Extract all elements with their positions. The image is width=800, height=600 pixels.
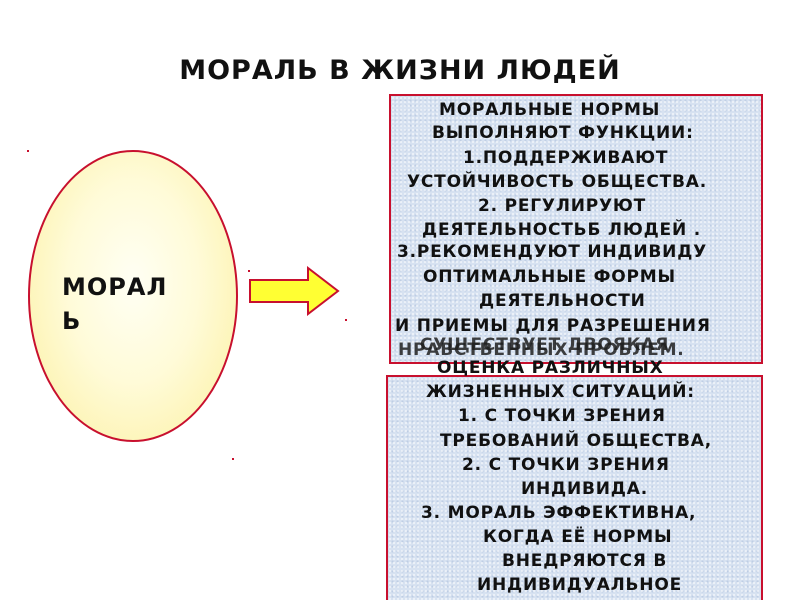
functions-line: ДЕЯТЕЛЬНОСТИ — [479, 291, 646, 311]
functions-line: ДЕЯТЕЛЬНОСТЬБ ЛЮДЕЙ . — [422, 220, 701, 240]
functions-line: ВЫПОЛНЯЮТ ФУНКЦИИ: — [432, 123, 694, 143]
right-arrow-icon — [249, 266, 340, 316]
evaluation-line: ТРЕБОВАНИЙ ОБЩЕСТВА, — [440, 431, 712, 451]
oval-label: МОРАЛ Ь — [62, 273, 168, 335]
evaluation-line: ОЦЕНКА РАЗЛИЧНЫХ — [437, 358, 664, 378]
evaluation-line: СУЩЕСТВУЕТ ДВОЯКАЯ — [420, 335, 670, 355]
morality-oval — [28, 150, 238, 442]
slide-title: МОРАЛЬ В ЖИЗНИ ЛЮДЕЙ — [179, 55, 621, 86]
functions-box — [389, 94, 763, 364]
evaluation-line: ИНДИВИДА. — [521, 479, 648, 499]
evaluation-line: 3. МОРАЛЬ ЭФФЕКТИВНА, — [421, 503, 697, 523]
functions-line: 2. РЕГУЛИРУЮТ — [478, 196, 647, 216]
evaluation-box — [386, 375, 763, 600]
evaluation-line: ИНДИВИДУАЛЬНОЕ — [477, 575, 682, 595]
evaluation-line: 2. С ТОЧКИ ЗРЕНИЯ — [462, 455, 670, 475]
decor-dot — [27, 150, 29, 152]
evaluation-line: ЖИЗНЕННЫХ СИТУАЦИЙ: — [426, 382, 695, 402]
decor-dot — [248, 270, 250, 272]
evaluation-line: КОГДА ЕЁ НОРМЫ — [483, 527, 673, 547]
functions-line: МОРАЛЬНЫЕ НОРМЫ — [439, 100, 661, 120]
evaluation-line: ВНЕДРЯЮТСЯ В — [502, 551, 668, 571]
decor-dot — [232, 458, 234, 460]
functions-line: ОПТИМАЛЬНЫЕ ФОРМЫ — [423, 267, 676, 287]
decor-dot — [345, 319, 347, 321]
functions-line: УСТОЙЧИВОСТЬ ОБЩЕСТВА. — [407, 172, 707, 192]
evaluation-line: 1. С ТОЧКИ ЗРЕНИЯ — [458, 406, 666, 426]
functions-line: 3.РЕКОМЕНДУЮТ ИНДИВИДУ — [397, 242, 708, 262]
functions-line: НРАВСТВЕННЫХ ПРОБЛЕМ. — [398, 340, 685, 360]
functions-line: 1.ПОДДЕРЖИВАЮТ — [463, 148, 669, 168]
functions-line: И ПРИЕМЫ ДЛЯ РАЗРЕШЕНИЯ — [395, 316, 711, 336]
